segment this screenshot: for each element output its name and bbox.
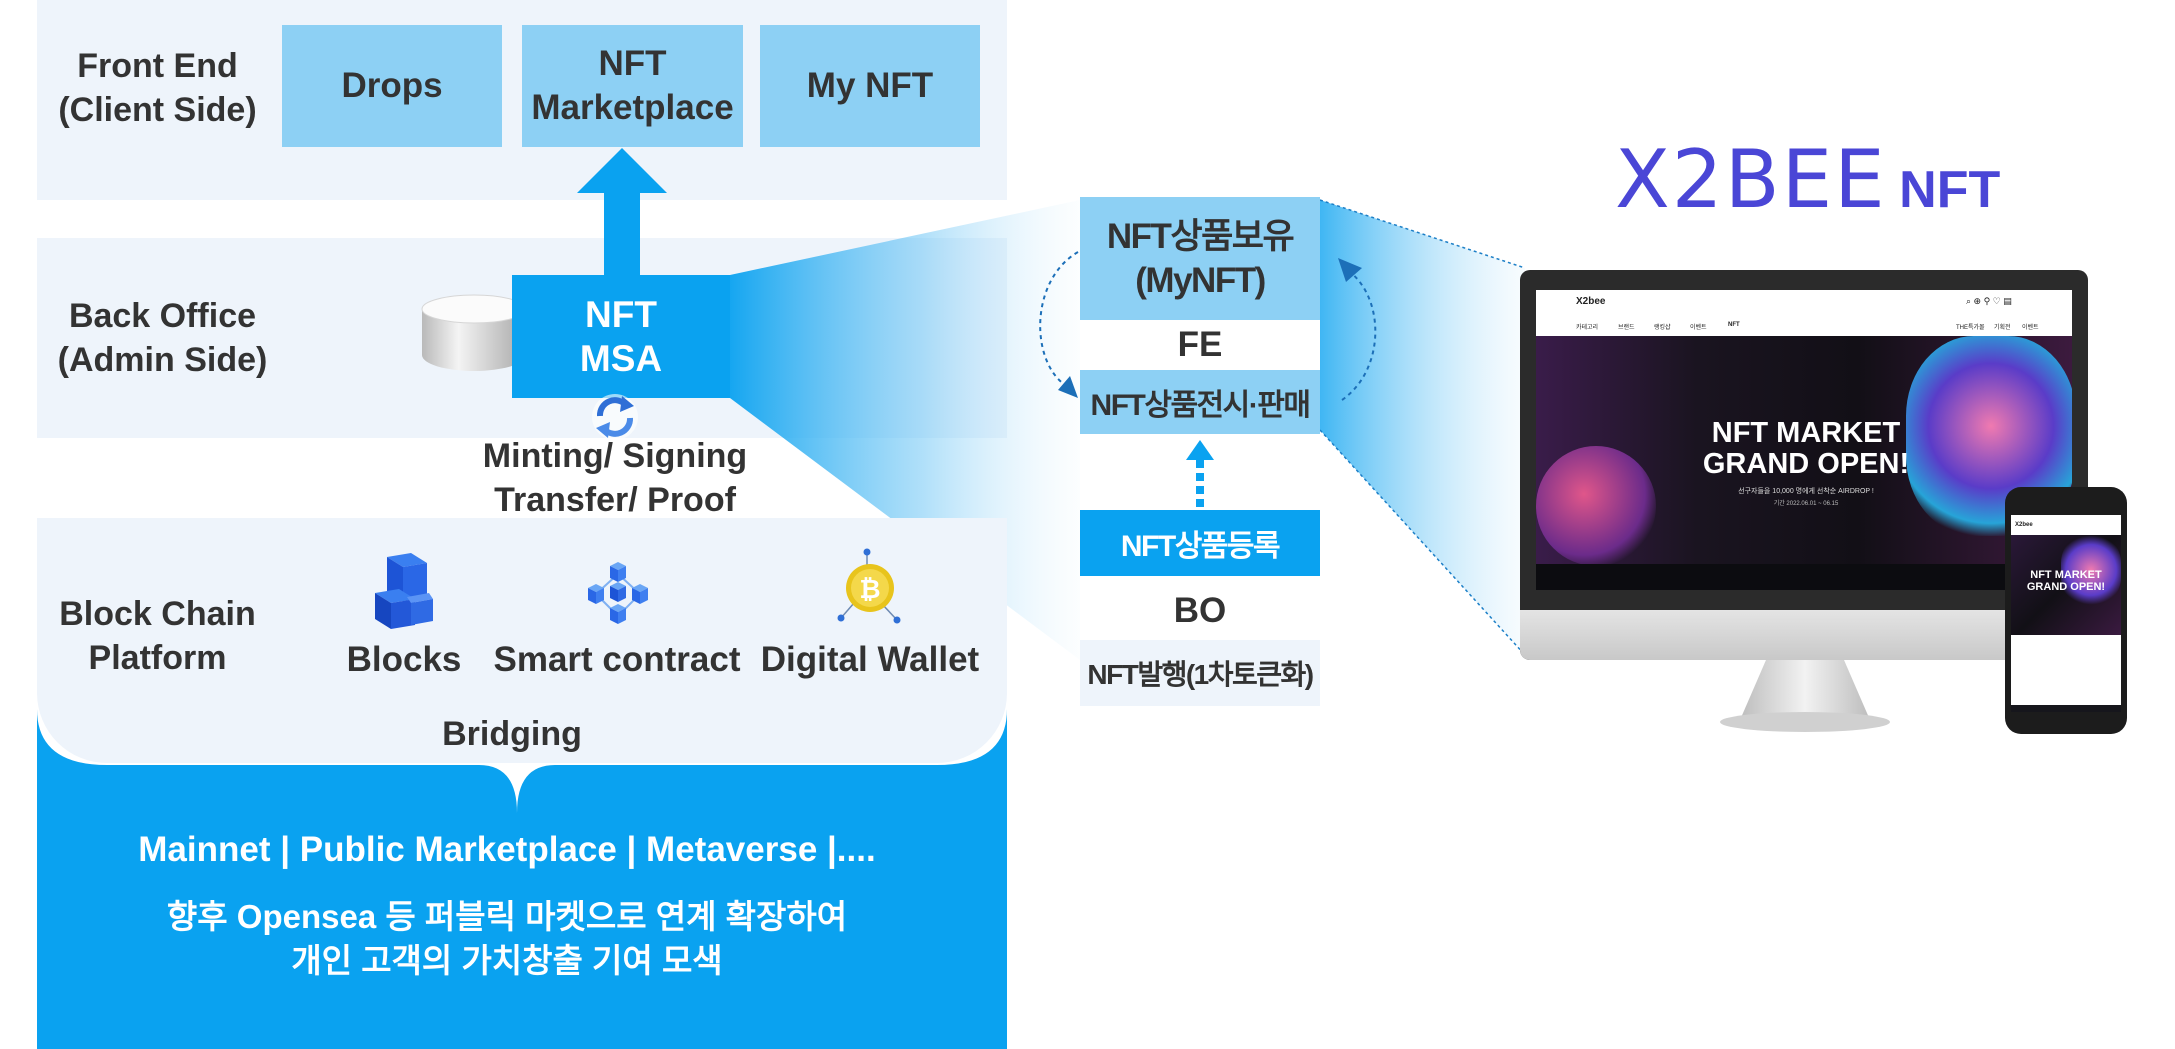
bitcoin-wallet-icon: ₿ (837, 548, 901, 624)
blocks-cube-icon (375, 553, 433, 629)
desktop-menu-5: NFT (1728, 322, 1740, 328)
desktop-date: 기간 2022.06.01 ~ 06.15 (1773, 501, 1839, 507)
desktop-monitor: X2bee 카테고리 브랜드 랭킹샵 이벤트 NFT THE특가몰 기획전 이벤… (1520, 270, 2088, 660)
nft-issuance-box: NFT발행(1차토큰화) (1080, 640, 1320, 706)
blocks-label: Blocks (346, 640, 462, 679)
desktop-topbar: X2bee 카테고리 브랜드 랭킹샵 이벤트 NFT THE특가몰 기획전 이벤… (1536, 290, 2072, 336)
desktop-banner: NFT MARKET GRAND OPEN! 선구자들을 10,000 명에게 … (1536, 336, 2072, 590)
cycle-arrows-icon (1039, 251, 1377, 401)
digital-wallet-label: Digital Wallet (760, 640, 980, 679)
blockchain-band (37, 518, 1007, 763)
up-arrow (577, 148, 667, 278)
desktop-right-menu-1: THE특가몰 (1956, 325, 1985, 331)
bridging-shape (37, 709, 1007, 1049)
mobile-headline: NFT MARKET GRAND OPEN! (2026, 569, 2106, 593)
monitor-base (1720, 712, 1890, 732)
bridging-description: 향후 Opensea 등 퍼블릭 마켓으로 연계 확장하여 개인 고객의 가치창… (166, 898, 848, 979)
my-nft-box: My NFT (760, 25, 980, 147)
monitor-chin (1520, 610, 2088, 660)
drops-box: Drops (282, 25, 502, 147)
svg-text:₿: ₿ (859, 575, 880, 605)
database-icon (421, 294, 527, 371)
front-end-label: Front End (Client Side) (58, 46, 257, 129)
sync-icon (592, 394, 638, 440)
mobile-logo: X2bee (2015, 522, 2033, 528)
desktop-screen: X2bee 카테고리 브랜드 랭킹샵 이벤트 NFT THE특가몰 기획전 이벤… (1536, 290, 2072, 590)
mobile-screen: X2bee NFT MARKET GRAND OPEN! (2011, 515, 2121, 712)
desktop-menu-1: 카테고리 (1576, 325, 1599, 331)
brand-logo: X2BEE NFT (1615, 130, 2015, 240)
desktop-logo: X2bee (1576, 296, 1606, 307)
nft-display-sale-box: NFT상품전시·판매 (1080, 370, 1320, 434)
protocol-text: Minting/ Signing Transfer/ Proof (482, 437, 748, 519)
logo-nft: NFT (1899, 161, 2001, 219)
desktop-right-menu-3: 이벤트 (2022, 325, 2039, 331)
mobile-topbar: X2bee (2011, 515, 2121, 535)
mobile-art (2061, 535, 2121, 605)
mobile-bottom-area (2011, 635, 2121, 705)
art-blob-left (1536, 446, 1656, 566)
desktop-product-strip (1536, 564, 2072, 590)
dashed-up-arrow (1186, 440, 1214, 508)
desktop-header-icons: ⌕ ⊕ ⚲ ♡ ▤ (1966, 296, 2012, 306)
desktop-menu-4: 이벤트 (1690, 325, 1707, 331)
desktop-subline: 선구자들을 10,000 명에게 선착순 AIRDROP ! (1738, 488, 1874, 495)
logo-wordmark: X2BEE (1615, 133, 1887, 226)
mobile-banner: NFT MARKET GRAND OPEN! (2011, 535, 2121, 635)
desktop-menu-2: 브랜드 (1618, 325, 1635, 331)
desktop-menu-3: 랭킹샵 (1654, 325, 1671, 331)
smart-contract-cubes-icon (588, 562, 648, 624)
nft-msa-box: NFT MSA (512, 275, 730, 398)
fe-label: FE (1080, 320, 1320, 370)
bridging-targets: Mainnet | Public Marketplace | Metaverse… (138, 830, 876, 869)
blockchain-label: Block Chain Platform (59, 594, 256, 677)
bo-label: BO (1173, 591, 1227, 630)
nft-marketplace-box: NFT Marketplace (522, 25, 743, 147)
desktop-headline: NFT MARKET GRAND OPEN! (1702, 417, 1910, 480)
mobile-phone: X2bee NFT MARKET GRAND OPEN! (2005, 487, 2127, 734)
bridging-label: Bridging (442, 714, 582, 753)
desktop-right-menu-2: 기획전 (1994, 325, 2011, 331)
nft-holding-box: NFT상품보유 (MyNFT) (1080, 197, 1320, 320)
back-office-label: Back Office (Admin Side) (57, 296, 268, 379)
smart-contract-label: Smart contract (493, 640, 741, 679)
nft-registration-box: NFT상품등록 (1080, 510, 1320, 576)
